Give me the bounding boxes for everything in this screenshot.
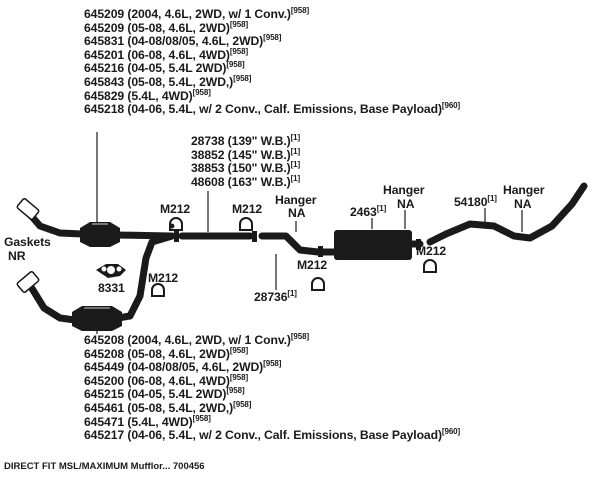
lower-part-list: 645208 (2004, 4.6L, 2WD, w/ 1 Conv.)[958…: [84, 331, 461, 443]
intermediate-part-label: 28736[1]: [254, 288, 297, 304]
lower-rise-pipe: [114, 232, 176, 322]
tailpipe: [426, 182, 588, 246]
part-line: 38853 (150" W.B.)[1]: [191, 160, 301, 176]
gaskets-label: Gaskets: [4, 235, 51, 249]
part-line: 645471 (5.4L, 4WD)[958]: [84, 413, 211, 429]
hanger-label: Hanger: [503, 183, 545, 197]
part-line: 645200 (06-08, 4.6L, 4WD)[958]: [84, 372, 249, 388]
part-line: 645449 (04-08/08/05, 4.6L, 2WD)[958]: [84, 359, 282, 375]
upper-converter: [80, 222, 120, 247]
part-line: 645208 (05-08, 4.6L, 2WD)[958]: [84, 345, 249, 361]
hanger-na-label: NA: [514, 197, 532, 211]
muffler-part-label: 2463[1]: [350, 203, 387, 219]
part-line: 645208 (2004, 4.6L, 2WD, w/ 1 Conv.)[958…: [84, 331, 310, 347]
clamp-icon: [423, 259, 437, 273]
part-line: 645217 (04-06, 5.4L, w/ 2 Conv., Calf. E…: [84, 427, 461, 443]
hanger-label: Hanger: [275, 193, 317, 207]
clamp-label: M212: [148, 271, 179, 285]
part-line: 645209 (2004, 4.6L, 2WD, w/ 1 Conv.)[958…: [84, 5, 310, 21]
footer-caption: DIRECT FIT MSL/MAXIMUM Mufflor... 700456: [4, 461, 205, 472]
hanger-label: Hanger: [383, 183, 425, 197]
part-line: 48608 (163" W.B.)[1]: [191, 173, 301, 189]
clamp-icon: [239, 217, 253, 231]
lower-converter: [72, 306, 122, 331]
gasket-8331-icon: [96, 264, 126, 278]
upper-front-pipe: [24, 208, 86, 238]
part-line: 28738 (139" W.B.)[1]: [191, 132, 301, 148]
part-line: 645209 (05-08, 4.6L, 2WD)[958]: [84, 19, 249, 35]
part-line: 38852 (145" W.B.)[1]: [191, 146, 301, 162]
clamp-label: M212: [160, 202, 191, 216]
part-line: 645218 (04-06, 5.4L, w/ 2 Conv., Calf. E…: [84, 101, 461, 117]
clamp-icon-nut: [169, 223, 175, 229]
part-line: 645216 (04-05, 5.4L 2WD)[958]: [84, 60, 245, 76]
hanger-na-label: NA: [397, 197, 415, 211]
wheelbase-part-list: 28738 (139" W.B.)[1] 38852 (145" W.B.)[1…: [191, 132, 301, 189]
part-line: 645461 (05-08, 5.4L, 2WD,)[958]: [84, 399, 252, 415]
gaskets-nr-label: NR: [8, 249, 26, 263]
part-line: 645829 (5.4L, 4WD)[958]: [84, 87, 211, 103]
upper-part-list: 645209 (2004, 4.6L, 2WD, w/ 1 Conv.)[958…: [84, 5, 461, 117]
muffler-body: [334, 230, 412, 260]
part-line: 645831 (04-08/08/05, 4.6L, 2WD)[958]: [84, 33, 282, 49]
tailpipe-part-label: 54180[1]: [454, 193, 497, 209]
clamp-icon: [151, 283, 165, 297]
hanger-na-label: NA: [288, 206, 306, 220]
clamp-label: M212: [416, 244, 447, 258]
intermediate-pipe-2: [258, 232, 322, 256]
clamp-label: M212: [297, 258, 328, 272]
lower-front-pipe: [24, 278, 79, 324]
upper-flange: [16, 198, 40, 220]
gasket-part-label: 8331: [98, 281, 125, 295]
part-line: 645843 (05-08, 5.4L, 2WD,)[958]: [84, 73, 252, 89]
part-line: 645201 (06-08, 4.6L, 4WD)[958]: [84, 46, 249, 62]
part-line: 645215 (04-05, 5.4L 2WD)[958]: [84, 386, 245, 402]
clamp-icon: [311, 277, 325, 291]
clamp-label: M212: [232, 202, 263, 216]
lower-flange: [16, 271, 40, 293]
